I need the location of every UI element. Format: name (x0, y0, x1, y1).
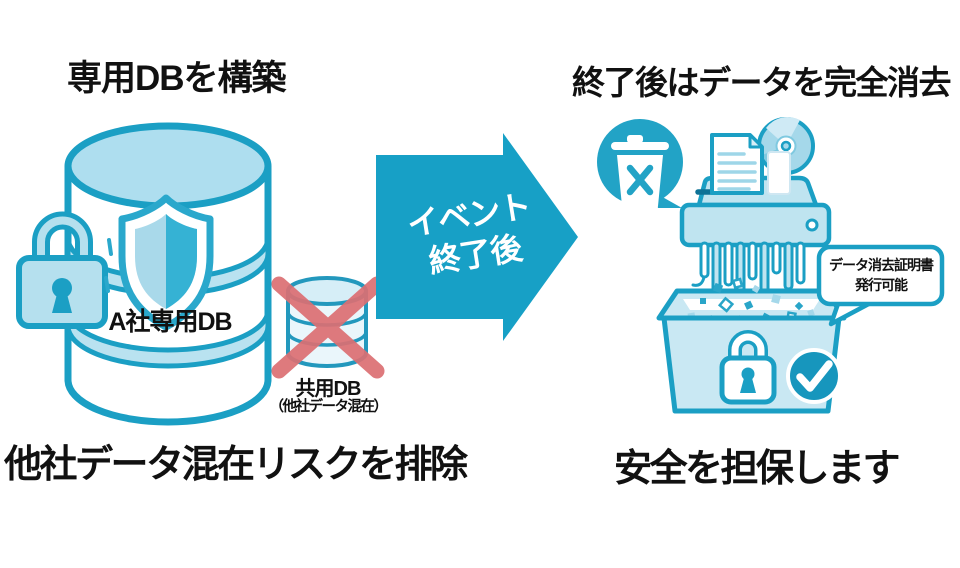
secure-bin-front (661, 315, 842, 414)
shield-icon (118, 194, 214, 331)
certificate-bubble-line2: 発行可能 (855, 277, 908, 293)
certificate-bubble-label: データ消去証明書 発行可能 (820, 255, 942, 295)
left-title: 専用DBを構築 (67, 59, 287, 98)
speech-bubble-icon (816, 244, 945, 327)
trash-delete-bubble-icon (597, 119, 683, 210)
right-title: 終了後はデータを完全消去 (572, 64, 952, 101)
shared-db-label: 共用DB (295, 378, 362, 400)
certificate-bubble-line1: データ消去証明書 (829, 257, 934, 273)
left-caption: 他社データ混在リスクを排除 (4, 444, 468, 486)
shredded-strips (691, 241, 806, 302)
padlock-icon (16, 211, 113, 329)
cd-sleeve (767, 151, 791, 195)
checkmark-circle-icon (786, 348, 842, 404)
arrow-right-icon (376, 133, 578, 341)
white-padlock-icon (719, 330, 777, 405)
document-icon (710, 133, 764, 195)
cross-x-icon (271, 276, 385, 379)
paper-shredder-icon (679, 117, 832, 302)
shared-db-note: （他社データ混在） (269, 399, 389, 415)
trash-icon (611, 135, 669, 210)
right-caption: 安全を担保します (614, 448, 901, 490)
crossed-database-icon (271, 276, 385, 379)
dedicated-db-label: A社専用DB (108, 308, 232, 336)
